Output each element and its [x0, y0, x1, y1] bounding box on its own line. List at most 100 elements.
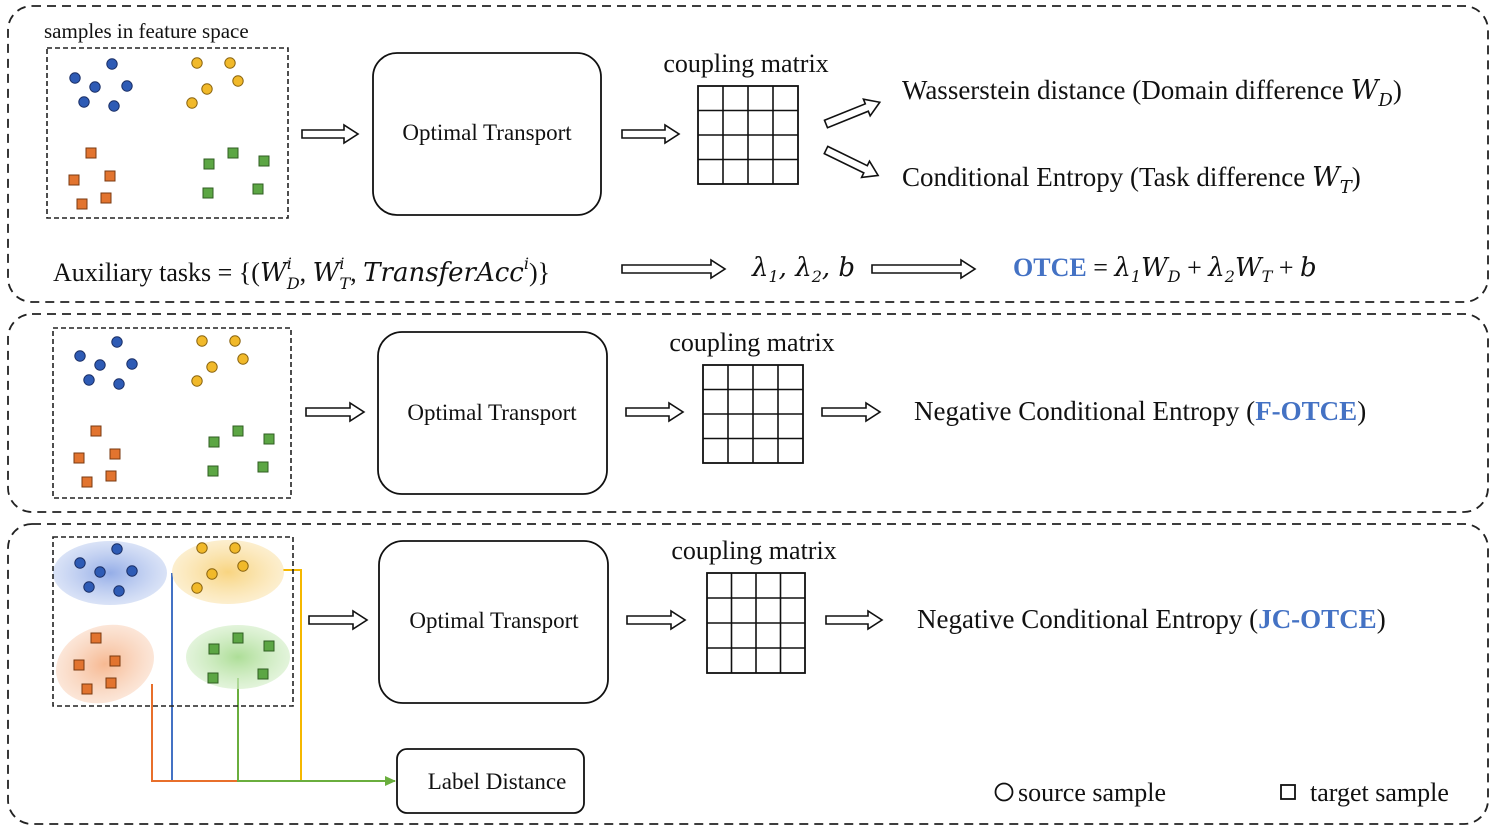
arrow-matrix-to-output: [825, 609, 884, 631]
source-sample-yellow: [196, 335, 208, 347]
target-sample-orange: [104, 170, 116, 182]
legend-target-icon: [1280, 784, 1296, 800]
target-sample-green: [208, 643, 220, 655]
source-sample-blue: [78, 96, 90, 108]
feature-samples: [73, 335, 275, 488]
source-sample-yellow: [237, 560, 249, 572]
source-sample-yellow: [237, 353, 249, 365]
ot-label: Optimal Transport: [407, 400, 577, 425]
f-otce-output: Negative Conditional Entropy (F-OTCE): [914, 396, 1366, 426]
target-sample-green: [203, 158, 215, 170]
source-sample-yellow: [196, 542, 208, 554]
target-sample-orange: [90, 425, 102, 437]
target-sample-green: [208, 436, 220, 448]
target-sample-orange: [109, 655, 121, 667]
arrow-shape: [621, 258, 727, 280]
feature-space-box: [52, 536, 294, 707]
source-sample-blue: [89, 81, 101, 93]
arrow-shape: [621, 123, 681, 145]
source-sample-blue: [121, 80, 133, 92]
arrow-shape: [823, 145, 880, 179]
source-sample-blue: [113, 378, 125, 390]
arrow-shape: [871, 258, 977, 280]
source-sample-blue: [94, 359, 106, 371]
target-sample-green: [257, 461, 269, 473]
target-sample-orange: [105, 677, 117, 689]
target-sample-orange: [109, 448, 121, 460]
target-sample-green: [258, 155, 270, 167]
panel-jc-otce: Optimal Transport coupling matrix Negati…: [7, 523, 1489, 825]
source-sample-blue: [74, 350, 86, 362]
connector-orange: [151, 684, 240, 782]
target-sample-orange: [85, 147, 97, 159]
target-sample-orange: [68, 174, 80, 186]
target-sample-orange: [100, 192, 112, 204]
wasserstein-output: Wasserstein distance (Domain difference …: [902, 75, 1402, 111]
arrow-samples-to-ot: [305, 401, 366, 423]
source-sample-yellow: [232, 75, 244, 87]
arrow-matrix-to-output: [821, 401, 882, 423]
source-sample-yellow: [201, 83, 213, 95]
cluster-yellow: [172, 540, 284, 604]
arrow-shape: [625, 401, 685, 423]
samples-label: samples in feature space: [44, 19, 249, 43]
source-sample-yellow: [191, 582, 203, 594]
coupling-label: coupling matrix: [669, 328, 834, 357]
feature-samples: [73, 542, 275, 695]
cluster-orange: [56, 624, 154, 704]
target-sample-green: [227, 147, 239, 159]
source-sample-blue: [83, 374, 95, 386]
arrow-matrix-to-wt: [823, 145, 880, 179]
coupling-matrix: [706, 572, 806, 674]
source-sample-yellow: [224, 57, 236, 69]
source-sample-blue: [106, 58, 118, 70]
ot-box: [377, 331, 608, 495]
arrow-shape: [825, 609, 884, 631]
coupling-label: coupling matrix: [671, 536, 836, 565]
source-sample-yellow: [191, 375, 203, 387]
arrow-ot-to-matrix: [625, 401, 685, 423]
panel-jc-otce-frame: [7, 523, 1489, 825]
lambda-params: λ1, λ2, b: [751, 253, 855, 286]
arrow-shape: [305, 401, 366, 423]
source-sample-yellow: [229, 542, 241, 554]
target-sample-green: [257, 668, 269, 680]
target-sample-orange: [81, 683, 93, 695]
target-sample-green: [252, 183, 264, 195]
target-sample-green: [207, 465, 219, 477]
target-sample-green: [263, 640, 275, 652]
arrow-ot-to-matrix: [621, 123, 681, 145]
target-sample-green: [202, 187, 214, 199]
label-distance-box: [396, 748, 585, 814]
arrow-matrix-to-wd: [823, 98, 882, 129]
coupling-label: coupling matrix: [663, 49, 828, 78]
target-sample-orange: [90, 632, 102, 644]
ot-label: Optimal Transport: [402, 120, 572, 145]
source-sample-blue: [83, 581, 95, 593]
arrow-shape: [301, 123, 360, 145]
feature-space-box: [46, 47, 289, 219]
arrow-samples-to-ot: [301, 123, 360, 145]
legend-source-label: source sample: [1018, 778, 1166, 807]
source-sample-yellow: [206, 568, 218, 580]
source-sample-yellow: [206, 361, 218, 373]
target-sample-green: [232, 425, 244, 437]
source-sample-blue: [126, 565, 138, 577]
target-sample-orange: [81, 476, 93, 488]
ot-box: [372, 52, 602, 216]
jc-otce-output: Negative Conditional Entropy (JC-OTCE): [917, 604, 1386, 634]
conditional-entropy-output: Conditional Entropy (Task difference WT): [902, 162, 1361, 198]
arrow-ot-to-matrix: [626, 609, 687, 631]
legend-source-icon: [994, 782, 1014, 802]
target-sample-green: [232, 632, 244, 644]
arrow-shape: [823, 98, 882, 129]
target-sample-orange: [105, 470, 117, 482]
target-sample-orange: [73, 452, 85, 464]
arrow-shape: [626, 609, 687, 631]
source-sample-yellow: [186, 97, 198, 109]
ot-label: Optimal Transport: [409, 608, 579, 633]
source-sample-blue: [111, 543, 123, 555]
feature-space-box: [52, 327, 292, 499]
source-sample-blue: [111, 336, 123, 348]
